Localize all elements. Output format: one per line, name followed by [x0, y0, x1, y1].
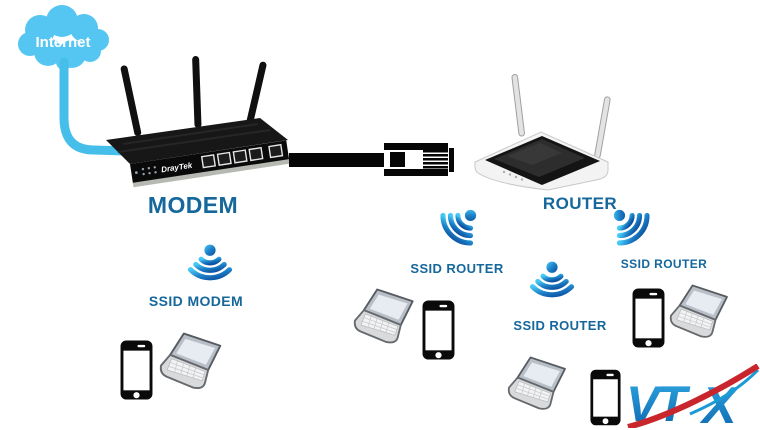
- phone-icon: [120, 340, 153, 400]
- wifi-icon-router-left: [418, 188, 497, 267]
- router-label: ROUTER: [542, 194, 618, 213]
- vtx-logo-x: X: [699, 377, 740, 428]
- laptop-icon: [669, 284, 728, 338]
- laptop-icon: [159, 332, 222, 389]
- internet-cable: [59, 57, 130, 156]
- laptop-icon: [507, 356, 566, 410]
- wifi-icon-modem: [182, 240, 238, 296]
- phone-icon: [590, 369, 621, 426]
- modem-device: DrayTek: [98, 56, 296, 198]
- laptop-icon: [353, 288, 414, 344]
- ssid-router-label-right: SSID ROUTER: [620, 257, 708, 271]
- modem-icon: DrayTek: [106, 56, 290, 188]
- ssid-router-label-mid: SSID ROUTER: [513, 318, 607, 333]
- phone-icon: [632, 288, 665, 348]
- phone-icon: [422, 300, 455, 360]
- wifi-icon-router-right: [592, 188, 671, 267]
- router-icon: [474, 73, 611, 191]
- ethernet-cable-icon: [289, 143, 454, 176]
- wifi-icon-router-mid: [524, 257, 580, 313]
- internet-label: Internet: [35, 34, 90, 51]
- ssid-modem-label: SSID MODEM: [148, 293, 244, 309]
- vtx-logo-icon: VT X: [626, 364, 760, 428]
- ssid-router-label-left: SSID ROUTER: [410, 261, 504, 276]
- modem-label: MODEM: [147, 192, 239, 218]
- router-device: [462, 66, 620, 196]
- vtx-logo: VT X: [626, 364, 760, 428]
